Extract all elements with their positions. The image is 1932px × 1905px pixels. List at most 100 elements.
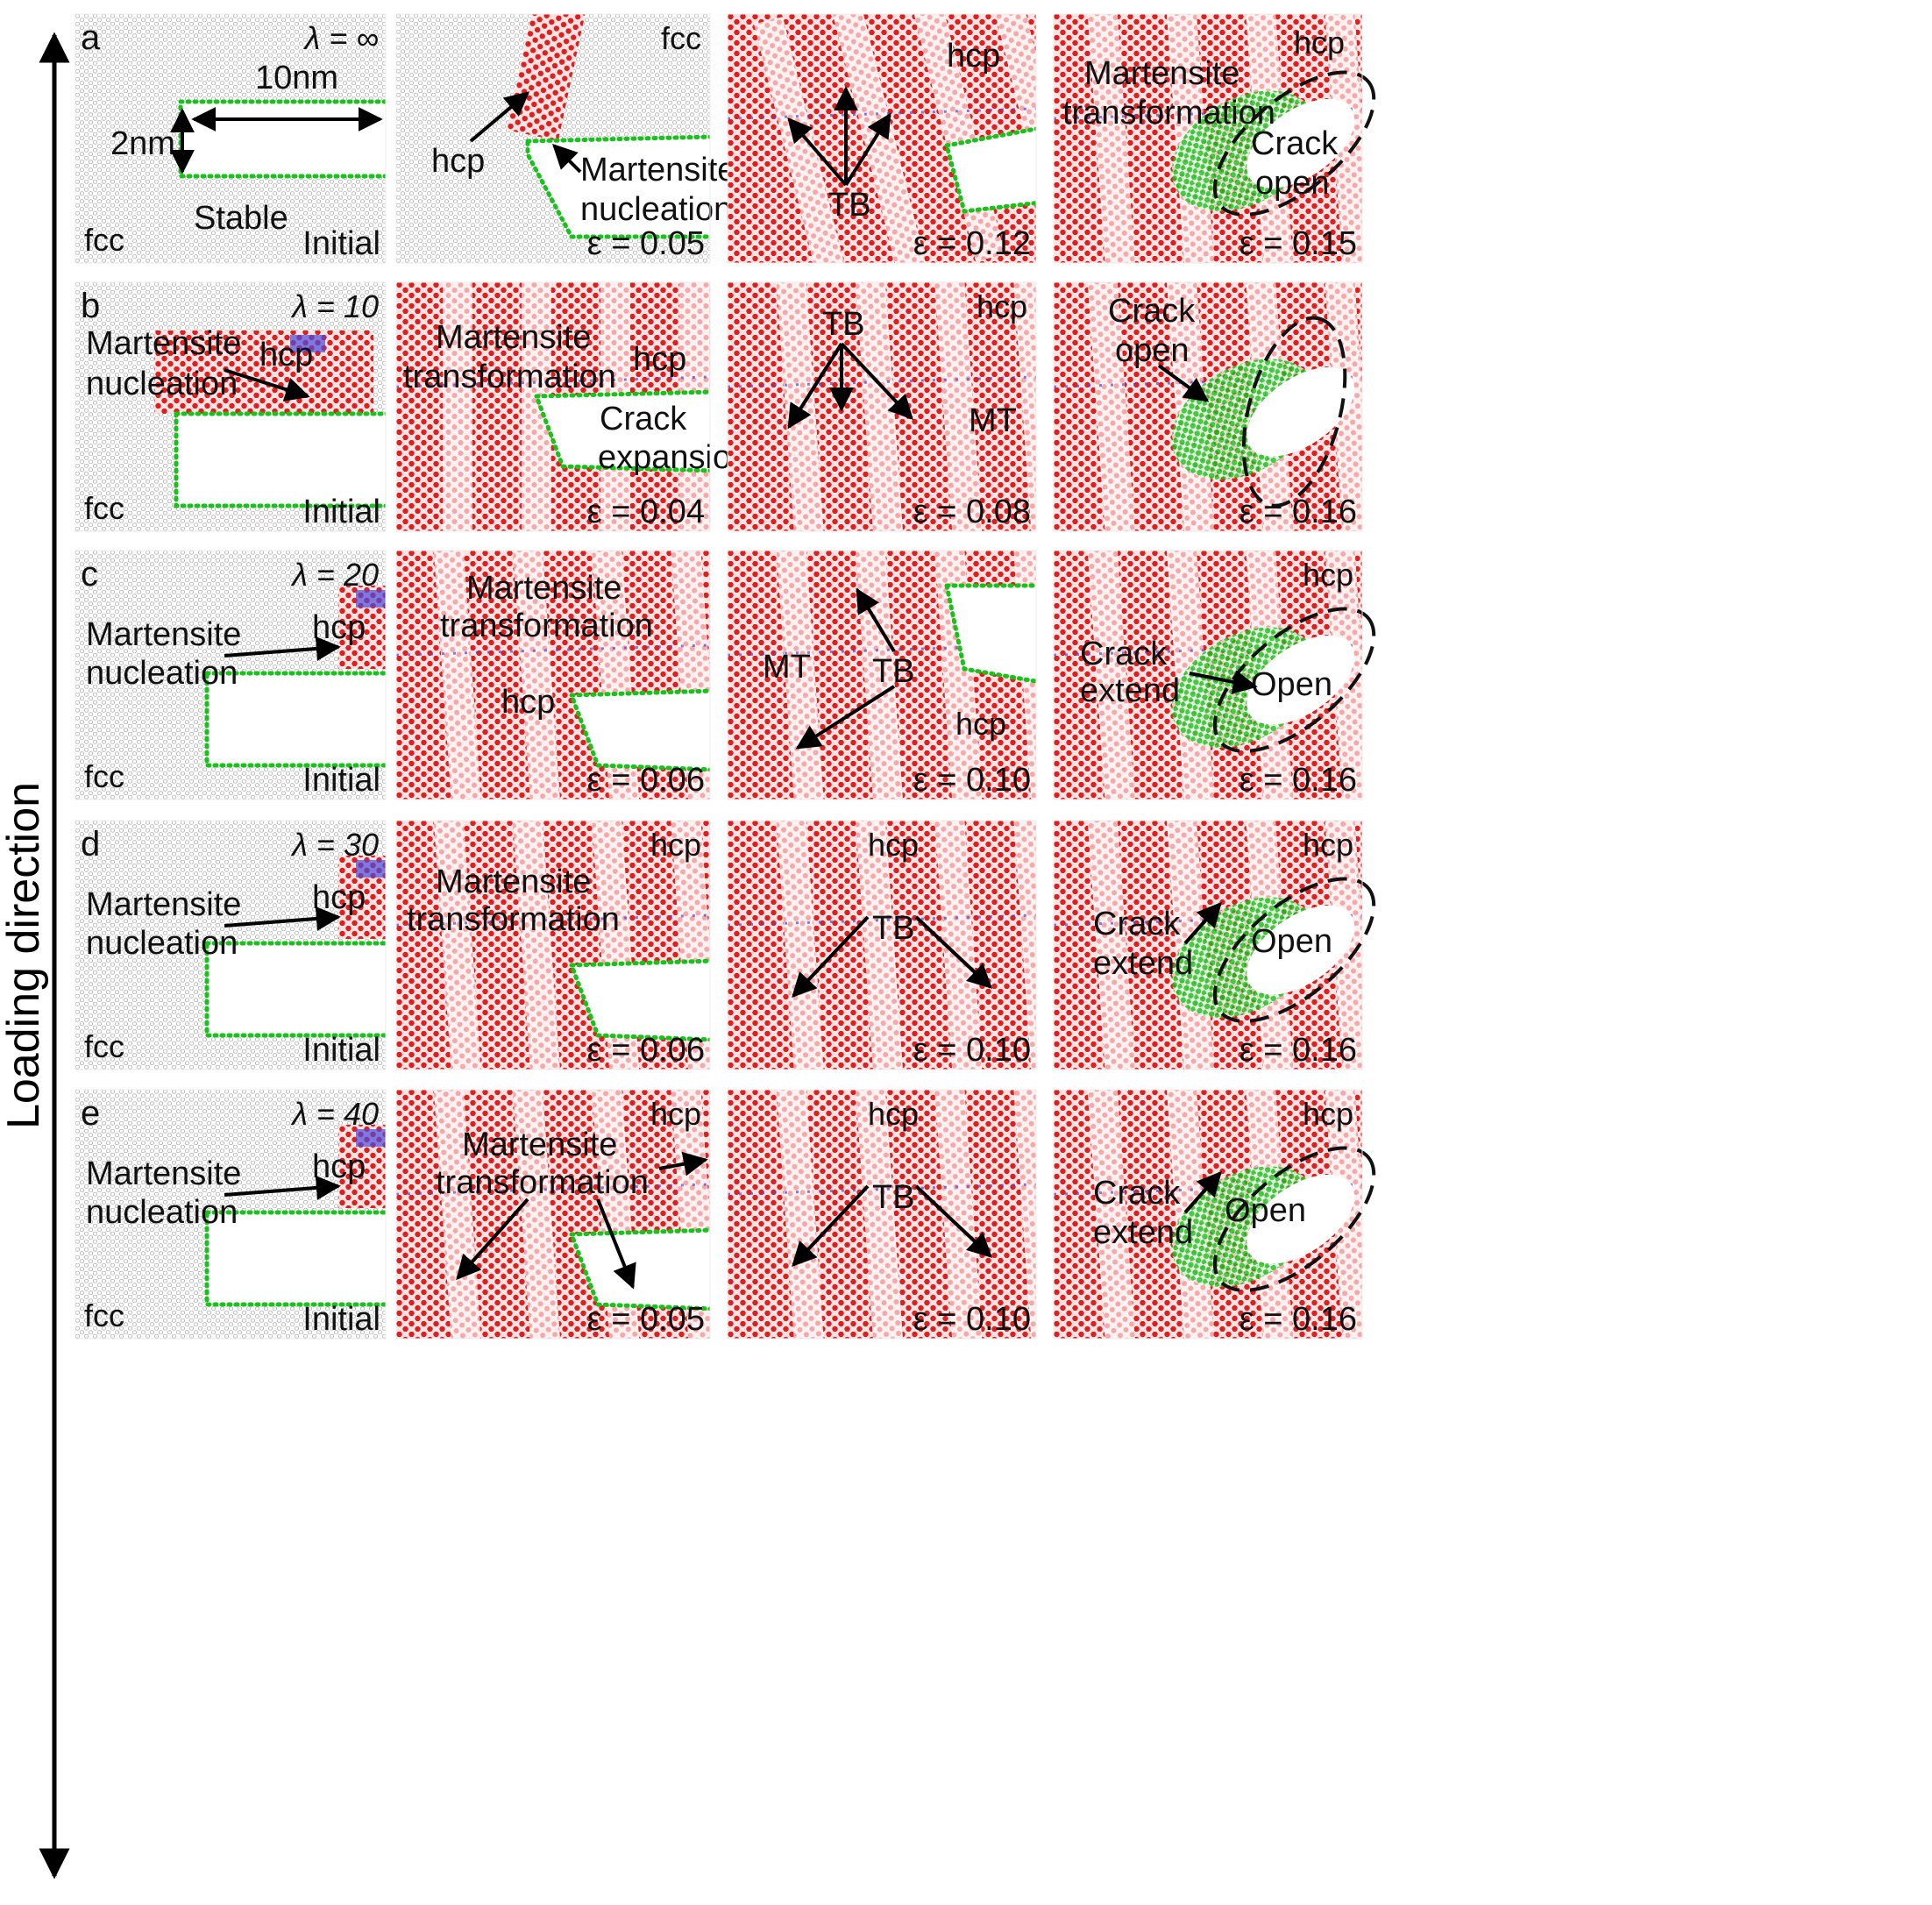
dimension-10nm: 10nm xyxy=(255,60,338,96)
annotation-open: open xyxy=(1115,332,1190,369)
twin-band xyxy=(433,1090,483,1339)
crack-surface xyxy=(568,958,710,1042)
twin-band xyxy=(933,551,984,800)
annotation-transformation: transformation xyxy=(403,359,616,395)
annotation-transformation: transformation xyxy=(407,901,620,938)
twin-band xyxy=(1012,1090,1036,1339)
pointer-arrow xyxy=(914,915,993,989)
crack-open-outline xyxy=(1212,877,1376,1023)
annotation-extend: extend xyxy=(1080,672,1180,709)
crack-surface xyxy=(943,126,1036,214)
annotation-open: Open xyxy=(1251,666,1332,703)
annotation-martensite: Martensite xyxy=(466,570,622,607)
pointer-arrow xyxy=(224,1175,341,1200)
phase-label-hcp: hcp xyxy=(868,1096,919,1132)
phase-label-hcp: hcp xyxy=(1303,827,1353,863)
twin-band xyxy=(511,821,562,1070)
phase-label-hcp: hcp xyxy=(1303,1096,1353,1132)
strain-label: ε = 0.10 xyxy=(913,1301,1031,1338)
pointer-arrow xyxy=(596,1198,636,1290)
annotation-nucleation: nucleation xyxy=(86,925,238,962)
notch xyxy=(178,99,386,179)
strain-label: ε = 0.04 xyxy=(587,494,705,530)
pointer-arrow xyxy=(856,587,896,653)
pointer-arrow xyxy=(658,1151,708,1176)
twin-boundary-label: TB xyxy=(872,1179,915,1216)
martensite-transformation-label: MT xyxy=(969,402,1017,439)
phase-label-fcc: fcc xyxy=(84,1297,124,1333)
phase-label-fcc: fcc xyxy=(84,222,124,258)
annotation-nucleation: nucleation xyxy=(86,1194,238,1231)
annotation-crack: Crack xyxy=(1108,293,1196,330)
strain-label: ε = 0.08 xyxy=(913,494,1031,530)
pointer-arrow xyxy=(914,1184,993,1258)
annotation-martensite: Martensite xyxy=(86,886,241,923)
lambda-label: λ = 40 xyxy=(290,1096,379,1132)
strain-label: Initial xyxy=(302,225,380,262)
twin-band xyxy=(854,821,905,1070)
martensite-transformation-label: MT xyxy=(763,649,811,686)
crack-surface xyxy=(533,389,710,473)
twin-band xyxy=(1012,821,1036,1070)
annotation-crack: Crack xyxy=(600,401,687,437)
panel-letter: b xyxy=(81,287,100,325)
annotation-transformation: transformation xyxy=(440,608,653,644)
annotation-martensite: Martensite xyxy=(86,616,241,653)
twin-boundary-label: TB xyxy=(828,187,871,224)
strain-label: ε = 0.05 xyxy=(587,1301,705,1338)
pointer-arrow xyxy=(456,1198,529,1281)
twin-band xyxy=(1087,821,1137,1070)
strain-label: ε = 0.16 xyxy=(1239,762,1357,799)
phase-label-hcp: hcp xyxy=(955,706,1006,742)
annotation-transformation: transformation xyxy=(1062,95,1275,132)
twin-band xyxy=(775,1090,826,1339)
dimension-2nm: 2nm xyxy=(110,125,175,162)
notch xyxy=(204,941,386,1038)
phase-label-fcc: fcc xyxy=(84,490,124,526)
phase-label-hcp: hcp xyxy=(312,609,366,646)
annotation-martensite: Martensite xyxy=(1084,55,1239,92)
twin-band xyxy=(984,14,1036,243)
phase-label-hcp: hcp xyxy=(650,827,701,863)
phase-label-hcp: hcp xyxy=(977,288,1027,324)
strain-label: ε = 0.10 xyxy=(913,1032,1031,1069)
panel-letter: a xyxy=(81,18,101,57)
twin-band xyxy=(1087,1090,1137,1339)
twin-band xyxy=(775,821,826,1070)
strain-label: ε = 0.16 xyxy=(1239,494,1357,530)
phase-label-hcp: hcp xyxy=(868,827,919,863)
crack-opening xyxy=(1247,905,1354,995)
pointer-arrow xyxy=(795,685,896,750)
loading-direction-label: Loading direction xyxy=(0,782,49,1129)
twin-band xyxy=(511,1090,562,1339)
twin-band xyxy=(1012,282,1036,531)
strain-label: ε = 0.10 xyxy=(913,762,1031,799)
twin-band xyxy=(1087,14,1137,263)
crack-open-outline xyxy=(1212,1146,1376,1292)
phase-label-hcp: hcp xyxy=(650,1096,701,1132)
annotation-transformation: transformation xyxy=(436,1164,649,1201)
phase-label-fcc: fcc xyxy=(84,1028,124,1064)
annotation-martensite: Martensite xyxy=(436,864,591,900)
twin-band xyxy=(433,821,483,1070)
twin-band xyxy=(933,282,984,531)
annotation-martensite: Martensite xyxy=(580,152,735,188)
pointer-arrow xyxy=(224,368,310,402)
phase-label-hcp: hcp xyxy=(501,684,555,721)
pointer-arrow xyxy=(224,636,341,661)
annotation-martensite: Martensite xyxy=(436,319,591,356)
